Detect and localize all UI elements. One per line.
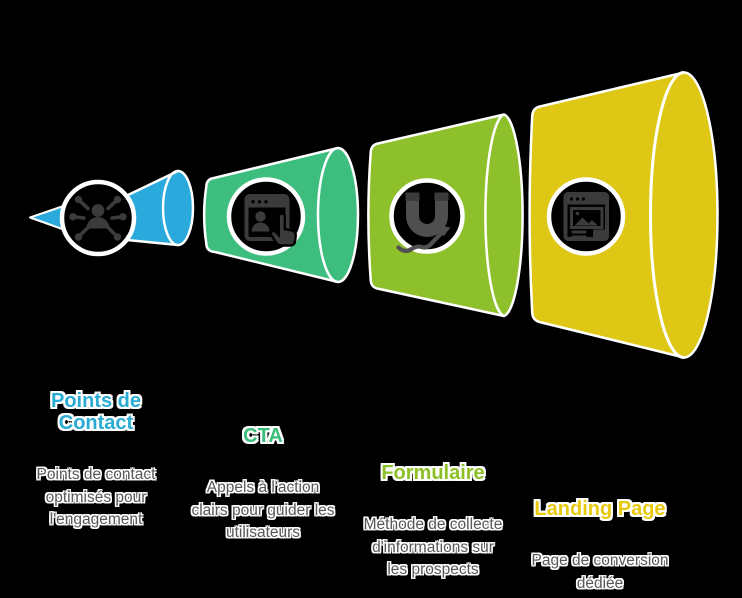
magnet-icon	[396, 192, 451, 253]
funnel-rim-2	[316, 146, 339, 284]
funnel-rim-3	[484, 113, 505, 318]
stage-label-landing-page: Landing Page Page de conversion dédiée	[531, 480, 668, 598]
browser-top-bar	[565, 194, 607, 205]
funnel-tip	[29, 204, 66, 231]
spoke-dots	[69, 195, 127, 241]
hero-image-sun	[575, 211, 580, 216]
stage-label-points-de-contact: Points de Contact Points de contact opti…	[37, 372, 156, 550]
icon-circle-4	[546, 177, 626, 256]
stage-title: Formulaire	[381, 462, 485, 484]
arrow-head	[439, 225, 451, 237]
text-line-2	[571, 235, 587, 239]
stage-title: Landing Page	[534, 498, 666, 520]
hand-cursor	[269, 212, 297, 247]
person-head	[255, 211, 266, 222]
magnet-pole-right	[434, 192, 449, 201]
magnet-pole-left	[405, 192, 420, 201]
browser-dots	[251, 200, 268, 204]
arrow-wave	[396, 231, 444, 253]
person-head	[91, 204, 105, 217]
stage-description: Appels à l'action clairs pour guider les…	[191, 479, 335, 541]
funnel-rim-1	[161, 169, 179, 247]
person-shoulders	[86, 217, 110, 229]
person-body	[251, 222, 270, 232]
stage-label-cta: CTA Appels à l'action clairs pour guider…	[191, 407, 334, 563]
funnel-segment-points-de-contact	[125, 169, 195, 247]
stage-description: Points de contact optimisés pour l'engag…	[36, 466, 156, 528]
cta-button	[593, 229, 607, 239]
funnel-rim-4	[649, 71, 685, 359]
stage-title: Points de Contact	[50, 390, 142, 434]
stage-description: Page de conversion dédiée	[531, 552, 669, 592]
cta-click-icon	[244, 194, 297, 247]
spoke-lines	[73, 199, 123, 238]
hero-image-mountains	[574, 217, 598, 226]
browser-dots	[569, 197, 586, 201]
touchpoints-icon	[69, 195, 127, 241]
magnet-body	[406, 194, 448, 237]
stage-title: CTA	[243, 425, 283, 447]
stage-description: Méthode de collecte d'informations sur l…	[363, 516, 503, 578]
text-line-1	[571, 230, 587, 234]
landing-page-icon	[563, 192, 609, 241]
icon-circle-3	[389, 178, 465, 254]
stage-label-formulaire: Formulaire Méthode de collecte d'informa…	[364, 444, 503, 598]
hero-image-frame	[570, 207, 604, 229]
